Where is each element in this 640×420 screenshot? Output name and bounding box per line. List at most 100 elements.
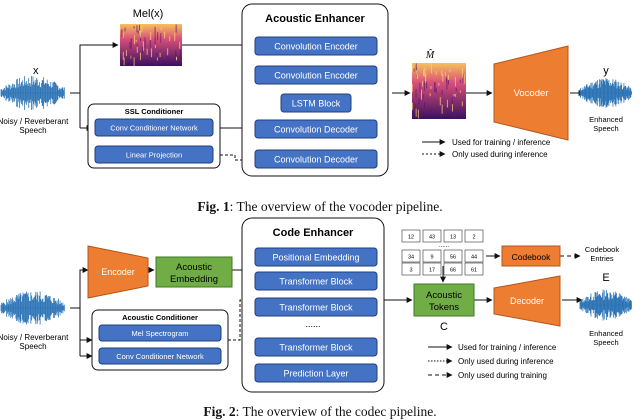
token-value: 44 <box>471 255 477 261</box>
decoder-block <box>493 275 561 327</box>
fig2-connectors <box>70 253 583 359</box>
fig2: Noisy / Reverberant Speech Encoder Acous… <box>0 217 632 393</box>
acoustic-embedding-block <box>155 256 233 288</box>
token-value: 61 <box>471 268 477 274</box>
code-enhancer-block-1 <box>254 271 378 291</box>
output-waveform-icon <box>579 78 632 108</box>
fig2-legend-dashed: Only used during training <box>458 371 547 380</box>
token-value: 43 <box>429 235 435 241</box>
acoustic-enhancer-block-label-3: Convolution Decoder <box>274 125 358 135</box>
code-enhancer-block-label-3: Transformer Block <box>279 343 353 353</box>
e-label: E <box>602 272 609 284</box>
fig2-caption-text: : The overview of the codec pipeline. <box>235 404 437 419</box>
fig2-input-caption-line1: Noisy / Reverberant <box>0 333 69 342</box>
acoustic-tokens-line2: Tokens <box>429 302 459 313</box>
ssl-block-linear <box>94 145 214 164</box>
token-grid-ellipsis: ...... <box>439 243 449 249</box>
mhat-label: M̂ <box>425 48 435 61</box>
ssl-block-conv-label: Conv Conditioner Network <box>110 124 198 133</box>
codebook-entries-line2: Entries <box>590 254 614 263</box>
fig1-legend: Used for training / inference Only used … <box>422 138 551 159</box>
fig1-input-caption-line2: Speech <box>19 126 46 135</box>
fig1-output-caption-line1: Enhanced <box>589 115 623 124</box>
fig2-input-waveform-icon <box>0 291 65 325</box>
code-enhancer-block-4 <box>254 363 378 383</box>
acoustic-enhancer-title: Acoustic Enhancer <box>265 13 365 25</box>
token-value: 56 <box>450 255 456 261</box>
codebook-block <box>501 245 561 267</box>
token-cell <box>422 229 442 243</box>
decoder-label: Decoder <box>510 296 544 306</box>
input-waveform-icon <box>0 75 65 111</box>
fig2-output-caption-line1: Enhanced <box>589 329 623 338</box>
encoder-label: Encoder <box>101 267 135 277</box>
token-value: 17 <box>429 268 435 274</box>
acoustic-tokens-line1: Acoustic <box>426 290 462 301</box>
ssl-block-conv <box>94 118 214 137</box>
encoder-block <box>87 245 149 299</box>
cond-block-mel <box>98 324 222 342</box>
fig2-legend-solid: Used for training / inference <box>458 343 557 352</box>
code-enhancer-block-3 <box>254 337 378 357</box>
fig1-input-caption-line1: Noisy / Reverberant <box>0 117 69 126</box>
ssl-conditioner-title: SSL Conditioner <box>125 107 184 116</box>
acoustic-conditioner-title: Acoustic Conditioner <box>122 313 198 322</box>
acoustic-tokens-block <box>413 283 475 317</box>
token-cell <box>443 249 463 263</box>
fig2-input-caption-line2: Speech <box>19 342 46 351</box>
fig1-output-label: y <box>603 65 609 77</box>
fig1-output-caption-line2: Speech <box>593 124 618 133</box>
codebook-label: Codebook <box>512 252 552 262</box>
acoustic-enhancer-block-label-2: LSTM Block <box>292 99 341 109</box>
token-cell <box>464 249 484 263</box>
fig1-caption-text: : The overview of the vocoder pipeline. <box>229 199 443 214</box>
acoustic-enhancer-block-0 <box>254 36 378 56</box>
token-value: 12 <box>408 235 414 241</box>
token-value: 34 <box>408 255 414 261</box>
fig1-caption-prefix: Fig. 1 <box>197 199 230 214</box>
token-value: 9 <box>430 255 433 261</box>
fig1-legend-solid: Used for training / inference <box>452 138 551 147</box>
token-value: 2 <box>472 235 475 241</box>
cond-block-conv <box>98 347 222 365</box>
fig1-mel-label: Mel(x) <box>133 8 164 20</box>
fig2-output-caption-line2: Speech <box>593 338 618 347</box>
code-enhancer-block-label-2: Transformer Block <box>279 303 353 313</box>
token-cell <box>464 229 484 243</box>
fig1-legend-dotted: Only used during inference <box>452 150 548 159</box>
enhanced-mel-spectrogram-image <box>411 63 466 119</box>
fig2-legend-dotted: Only used during inference <box>458 357 554 366</box>
codebook-entries-line1: Codebook <box>585 245 619 254</box>
acoustic-enhancer-block-label-1: Convolution Encoder <box>274 71 358 81</box>
token-value: 13 <box>450 235 456 241</box>
acoustic-embedding-line1: Acoustic <box>176 262 212 273</box>
ssl-block-linear-label: Linear Projection <box>126 151 182 160</box>
token-cell <box>422 262 442 276</box>
token-cell <box>443 262 463 276</box>
code-enhancer-block-label-1: Transformer Block <box>279 277 353 287</box>
fig1-caption: Fig. 1: The overview of the vocoder pipe… <box>0 199 640 215</box>
acoustic-embedding-line2: Embedding <box>170 274 218 285</box>
fig2-output-waveform-icon <box>579 289 632 321</box>
token-cell <box>401 249 421 263</box>
c-label: C <box>440 321 448 333</box>
token-cell <box>464 262 484 276</box>
vocoder-block <box>493 45 569 141</box>
fig1: x Noisy / Reverberant Speech Mel(x) <box>0 3 632 177</box>
token-cell <box>401 262 421 276</box>
fig2-caption-prefix: Fig. 2 <box>203 404 236 419</box>
token-cell <box>401 229 421 243</box>
cond-block-mel-label: Mel Spectrogram <box>131 329 188 338</box>
acoustic-enhancer-block-label-0: Convolution Encoder <box>274 42 358 52</box>
token-cell <box>443 229 463 243</box>
token-value: 66 <box>450 268 456 274</box>
code-enhancer-block-label-4: Prediction Layer <box>283 369 348 379</box>
code-enhancer-block-0 <box>254 247 378 267</box>
code-enhancer-block-label-0: Positional Embedding <box>272 253 359 263</box>
acoustic-enhancer-block-2 <box>280 93 352 113</box>
mel-spectrogram-image <box>119 24 182 66</box>
code-enhancer-title: Code Enhancer <box>273 227 354 239</box>
acoustic-enhancer-block-1 <box>254 65 378 85</box>
